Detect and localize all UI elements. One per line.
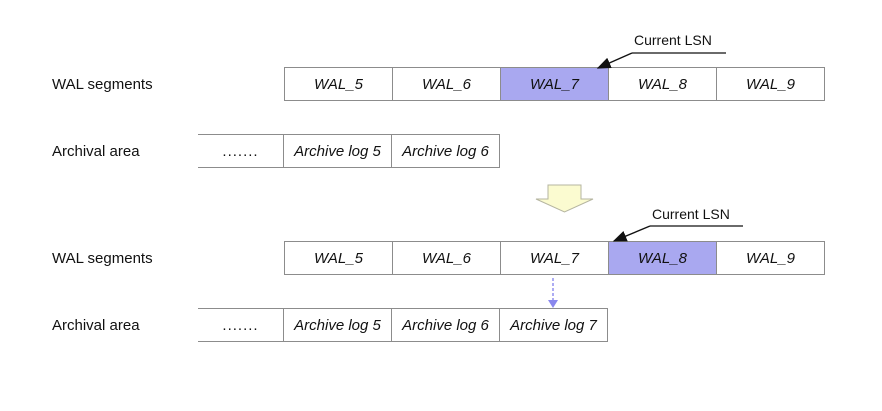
current-lsn-pointer-after (612, 225, 743, 242)
archive-log: Archive log 6 (391, 134, 500, 168)
wal-segment-current: WAL_8 (608, 241, 717, 275)
wal-segment-current: WAL_7 (500, 67, 609, 101)
archive-placeholder: ....... (198, 134, 284, 168)
current-lsn-label-before: Current LSN (634, 32, 712, 48)
archive-placeholder: ....... (198, 308, 284, 342)
archive-arrow-icon (548, 278, 558, 308)
wal-segments-label-before: WAL segments (52, 76, 153, 93)
archive-log: Archive log 6 (391, 308, 500, 342)
archive-log: Archive log 5 (283, 134, 392, 168)
archive-log: Archive log 5 (283, 308, 392, 342)
transition-arrow-icon (535, 184, 594, 213)
archival-area-label-before: Archival area (52, 143, 140, 160)
wal-segments-label-after: WAL segments (52, 250, 153, 267)
wal-segment: WAL_8 (608, 67, 717, 101)
wal-segments-row-after: WAL_5 WAL_6 WAL_7 WAL_8 WAL_9 (284, 241, 825, 275)
archive-log: Archive log 7 (499, 308, 608, 342)
archival-area-row-after: ....... Archive log 5 Archive log 6 Arch… (198, 308, 608, 342)
current-lsn-label-after: Current LSN (652, 206, 730, 222)
current-lsn-pointer-before (596, 52, 726, 69)
wal-segments-row-before: WAL_5 WAL_6 WAL_7 WAL_8 WAL_9 (284, 67, 825, 101)
wal-segment: WAL_9 (716, 67, 825, 101)
archival-area-row-before: ....... Archive log 5 Archive log 6 (198, 134, 500, 168)
wal-segment: WAL_5 (284, 241, 393, 275)
wal-segment: WAL_9 (716, 241, 825, 275)
wal-segment: WAL_6 (392, 241, 501, 275)
archival-area-label-after: Archival area (52, 317, 140, 334)
wal-segment: WAL_7 (500, 241, 609, 275)
